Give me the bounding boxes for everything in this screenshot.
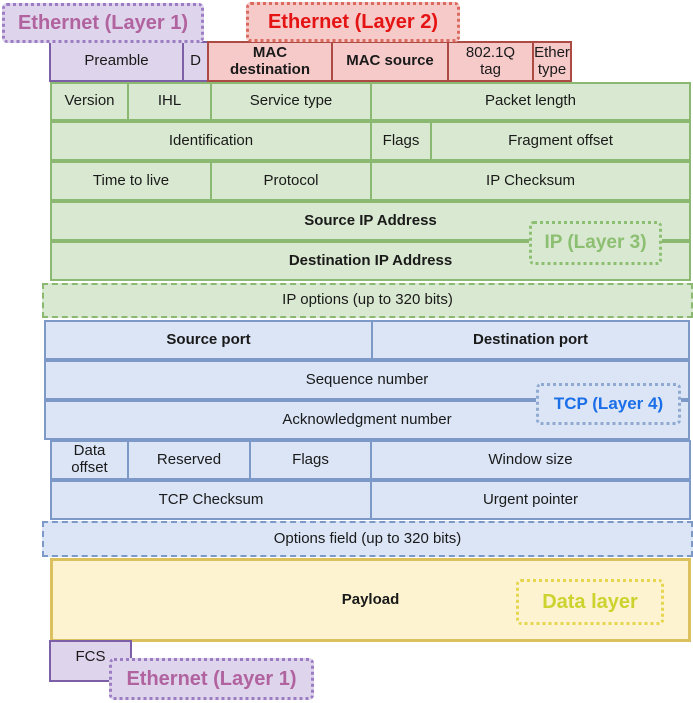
- field-ethertype: Ether type: [532, 41, 572, 82]
- field-preamble: Preamble: [49, 41, 184, 82]
- field-ip-protocol: Protocol: [210, 161, 372, 201]
- field-ip-packet-length: Packet length: [370, 82, 691, 121]
- field-mac-source: MAC source: [331, 41, 449, 82]
- field-ip-options: IP options (up to 320 bits): [42, 283, 693, 318]
- field-mac-destination: MAC destination: [207, 41, 333, 82]
- field-ip-flags: Flags: [370, 121, 432, 161]
- field-ip-version: Version: [50, 82, 129, 121]
- field-tcp-checksum: TCP Checksum: [50, 480, 372, 520]
- data-layer-label: Data layer: [516, 579, 664, 625]
- field-tcp-source-port: Source port: [44, 320, 373, 360]
- tcp-layer4-label: TCP (Layer 4): [536, 383, 681, 425]
- field-ip-fragment-offset: Fragment offset: [430, 121, 691, 161]
- field-tcp-urgent-pointer: Urgent pointer: [370, 480, 691, 520]
- field-ip-service-type: Service type: [210, 82, 372, 121]
- ethernet-layer1-bottom-label: Ethernet (Layer 1): [109, 658, 314, 700]
- field-ip-time-to-live: Time to live: [50, 161, 212, 201]
- field-tcp-options: Options field (up to 320 bits): [42, 521, 693, 557]
- field-ip-identification: Identification: [50, 121, 372, 161]
- field-ip-ihl: IHL: [127, 82, 212, 121]
- field-ip-checksum: IP Checksum: [370, 161, 691, 201]
- field-tcp-data-offset: Data offset: [50, 440, 129, 480]
- field-start-frame-delimiter: D: [182, 41, 209, 82]
- field-tcp-reserved: Reserved: [127, 440, 251, 480]
- field-tcp-window-size: Window size: [370, 440, 691, 480]
- field-tcp-destination-port: Destination port: [371, 320, 690, 360]
- ip-layer3-label: IP (Layer 3): [529, 221, 662, 265]
- ethernet-layer2-label: Ethernet (Layer 2): [246, 2, 460, 42]
- ethernet-layer1-top-label: Ethernet (Layer 1): [2, 3, 204, 43]
- field-tcp-flags: Flags: [249, 440, 372, 480]
- field-vlan-802-1q-tag: 802.1Q tag: [447, 41, 534, 82]
